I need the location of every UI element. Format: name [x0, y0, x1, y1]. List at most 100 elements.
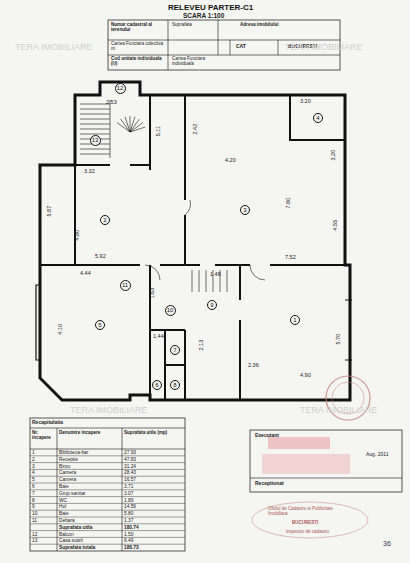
- room-number: 8: [170, 380, 180, 390]
- table-cell: 27.93: [124, 450, 136, 456]
- stair-tread: [117, 123, 130, 132]
- stair-tread: [30, 476, 185, 477]
- table-cell: 3.71: [124, 484, 133, 490]
- dimension: 5.70: [335, 334, 341, 345]
- table-cell: Camera: [59, 470, 76, 476]
- stair-tread: [192, 270, 193, 292]
- dimension: 3.20: [330, 150, 336, 161]
- dimension: 2.36: [248, 362, 259, 368]
- signature-box: [250, 430, 402, 492]
- dimension: 4.10: [57, 324, 63, 335]
- stair-tread: [30, 489, 185, 490]
- table-cell: Debara: [59, 518, 75, 524]
- room-number-text: 1: [293, 317, 296, 323]
- stair-tread: [30, 483, 185, 484]
- room-number-text: 3: [243, 207, 246, 213]
- table-cell: 1.89: [124, 498, 133, 504]
- room-number: 4: [313, 113, 323, 123]
- header-cell: Cartea Funciara colectiva nr.: [111, 41, 166, 52]
- table-cell: Balcon: [59, 532, 74, 538]
- redaction: [268, 437, 330, 449]
- table-cell: 1.37: [124, 518, 133, 524]
- table-cell: Baie: [59, 511, 69, 517]
- table-cell: 1: [32, 450, 35, 456]
- page-number: 36: [383, 540, 391, 548]
- header-cell: Adresa imobilului: [240, 22, 330, 27]
- table-cell: 10: [32, 511, 37, 517]
- stamp-text: BUCURESTI: [292, 520, 318, 525]
- recap-table: [30, 418, 185, 551]
- room-number: 7: [170, 345, 180, 355]
- table-cell: 12: [32, 532, 37, 538]
- stair-tread: [130, 119, 139, 132]
- room-number: 13: [90, 135, 101, 146]
- stair-tread: [80, 109, 110, 110]
- signature-field: Aug. 2011: [366, 452, 388, 458]
- stair-tread: [130, 127, 145, 132]
- stair-tread: [30, 530, 185, 531]
- stair-tread: [80, 154, 110, 155]
- stamp-text: Oficiul de Cadastru si Publicitate Imobi…: [268, 506, 352, 516]
- table-cell: 11: [32, 518, 37, 524]
- header-cell: Numar cadastral al terenului: [111, 22, 166, 33]
- dimension: 7.52: [285, 254, 296, 260]
- watermark: TERA IMOBILIARE: [15, 42, 93, 52]
- table-cell: Suprafata utila: [59, 525, 92, 531]
- plan-title: RELEVEU PARTER-C1: [168, 3, 253, 12]
- table-cell: Receptie: [59, 457, 78, 463]
- room-number: 5: [95, 320, 105, 330]
- table-cell: Grup sanitar: [59, 491, 85, 497]
- stair-tread: [80, 149, 110, 150]
- stair-tread: [30, 523, 185, 524]
- table-header: Denumire incapere: [59, 430, 121, 435]
- dimension: 2.13: [198, 340, 204, 351]
- dimension: 7.80: [285, 198, 291, 209]
- dimension: 4.55: [332, 220, 338, 231]
- stair-tread: [30, 503, 185, 504]
- header-cell: Suprafata: [172, 22, 216, 27]
- room-number-text: 10: [167, 307, 174, 313]
- stair-tread: [125, 117, 130, 132]
- table-cell: 180.74: [124, 525, 139, 531]
- signature-field: Receptionat: [255, 481, 284, 487]
- dimension: 4.44: [80, 270, 91, 276]
- outer-walls: [40, 82, 350, 400]
- dimension: 4.80: [74, 230, 80, 241]
- table-cell: 13: [32, 538, 37, 544]
- stair-tread: [80, 114, 110, 115]
- table-cell: Biblioteca-bar: [59, 450, 88, 456]
- room-number-text: 8: [173, 382, 176, 388]
- table-header: Suprafata utila (mp): [124, 430, 182, 435]
- table-cell: Birou: [59, 464, 70, 470]
- inner-walls: [40, 95, 345, 400]
- stair-tread: [30, 455, 185, 456]
- stair-tread: [30, 517, 185, 518]
- room-number: 11: [120, 280, 131, 291]
- dimension: 1.44: [153, 333, 164, 339]
- table-cell: Hol: [59, 504, 66, 510]
- table-cell: 188.73: [124, 545, 139, 551]
- stair-tread: [80, 104, 110, 105]
- stair-tread: [199, 270, 200, 292]
- room-number: 2: [100, 215, 110, 225]
- stair-tread: [227, 270, 228, 292]
- table-cell: 47.83: [124, 457, 136, 463]
- table-cell: 31.24: [124, 464, 136, 470]
- dimension: 2.42: [192, 124, 198, 135]
- table-cell: 3: [32, 464, 35, 470]
- table-title: Recapitulatia: [32, 420, 63, 426]
- room-number: 3: [240, 205, 250, 215]
- room-number-text: 7: [173, 347, 176, 353]
- table-cell: 9: [32, 504, 35, 510]
- table-cell: 3.07: [124, 491, 133, 497]
- stair-tread: [30, 537, 185, 538]
- dimension: 1.63: [149, 288, 155, 299]
- redaction: [262, 454, 350, 474]
- room-number-text: 6: [155, 382, 158, 388]
- room-number-text: 4: [316, 115, 319, 121]
- dimension: 2.53: [106, 99, 117, 105]
- table-cell: 6.49: [124, 538, 133, 544]
- stair-tread: [130, 116, 131, 132]
- dimension: 4.20: [225, 157, 236, 163]
- dimension: 5.87: [46, 206, 52, 217]
